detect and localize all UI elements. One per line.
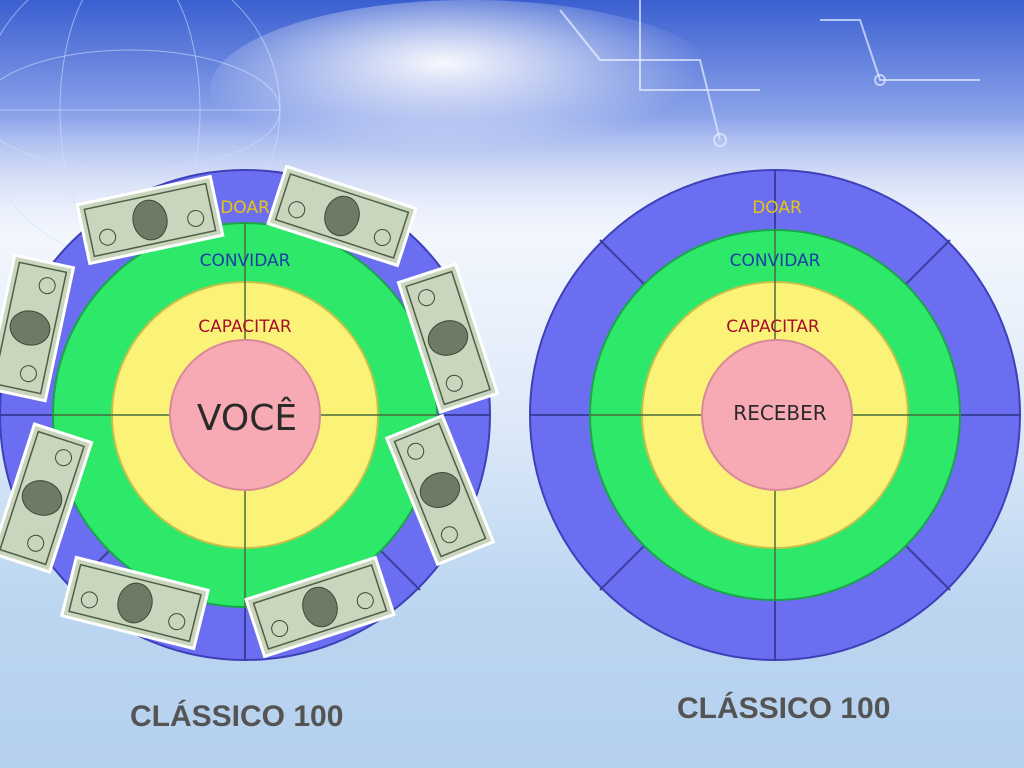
doar-label: DOAR [752,198,802,218]
doar-label: DOAR [220,198,270,218]
banknote [0,253,76,403]
convidar-label: CONVIDAR [730,251,821,271]
banknote [396,262,500,414]
banknote [266,164,418,268]
center-circle [701,339,853,491]
center-label: VOCÊ [197,397,297,439]
center-circle [169,339,321,491]
left-diagram-caption: CLÁSSICO 100 [130,700,344,733]
banknote [75,174,225,266]
banknote [384,413,496,567]
banknote [59,555,211,651]
banknotes-group [0,164,500,659]
capacitar-label: CAPACITAR [198,317,292,337]
banknote [244,555,396,659]
center-label: RECEBER [733,401,826,425]
banknote [0,422,94,574]
right-circle-diagram: DOAR CONVIDAR CAPACITAR RECEBER [529,169,1021,661]
capacitar-label: CAPACITAR [726,317,820,337]
left-circle-diagram: DOAR CONVIDAR CAPACITAR VOCÊ [0,164,500,661]
outer-ring-dividers [530,170,1020,660]
right-diagram-caption: CLÁSSICO 100 [677,692,891,725]
convidar-label: CONVIDAR [200,251,291,271]
